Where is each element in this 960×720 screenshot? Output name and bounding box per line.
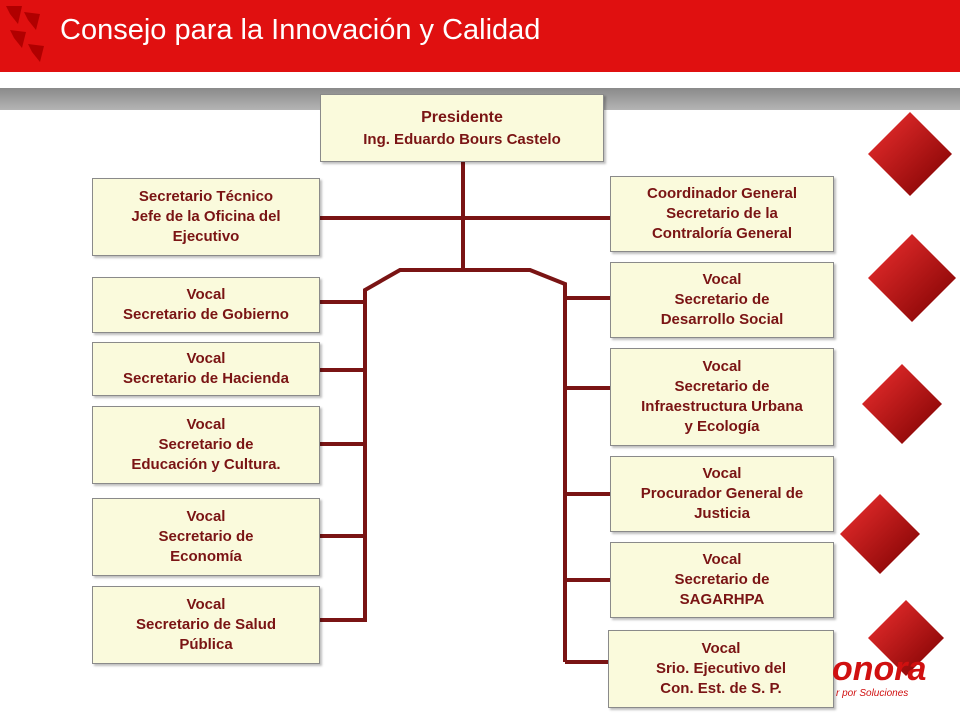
box-line: Justicia	[694, 505, 750, 522]
sonora-logo-tagline: r por Soluciones	[836, 688, 909, 699]
chevron-decoration-icon-part	[28, 44, 44, 62]
president-box: Presidente Ing. Eduardo Bours Castelo	[320, 94, 604, 162]
coordinador-general-box: Coordinador General Secretario de la Con…	[610, 176, 834, 252]
vocal-procurador-box: Vocal Procurador General de Justicia	[610, 456, 834, 532]
box-line: Secretario de Hacienda	[123, 370, 289, 387]
vocal-salud-box: Vocal Secretario de Salud Pública	[92, 586, 320, 664]
box-line: Pública	[179, 636, 233, 653]
vocal-gobierno-box: Vocal Secretario de Gobierno	[92, 277, 320, 333]
chevron-decoration-icon-part	[6, 6, 22, 24]
box-line: Secretario de	[674, 378, 770, 395]
box-line: SAGARHPA	[679, 591, 765, 608]
box-line: Coordinador General	[646, 185, 798, 202]
box-line: Secretario de Salud	[135, 616, 277, 633]
box-line: Vocal	[702, 551, 742, 568]
box-line: Secretario de la	[666, 205, 778, 222]
box-line: Vocal	[186, 350, 226, 367]
box-line: Secretario de	[158, 528, 254, 545]
header-bar	[0, 0, 960, 72]
box-line: Con. Est. de S. P.	[660, 680, 782, 697]
box-line: Secretario de	[674, 571, 770, 588]
page-title: Consejo para la Innovación y Calidad	[60, 14, 541, 46]
box-line: Vocal	[702, 465, 742, 482]
box-line: Vocal	[186, 416, 226, 433]
box-line: Secretario de	[158, 436, 254, 453]
chevron-decoration-icon-part	[24, 12, 40, 30]
box-line: Vocal	[702, 358, 742, 375]
box-line: Procurador General de	[640, 485, 804, 502]
box-line: Secretario de Gobierno	[123, 306, 289, 323]
connector-bus	[363, 268, 567, 662]
box-line: Secretario de	[674, 291, 770, 308]
box-line: y Ecología	[684, 418, 760, 435]
vocal-seguridad-publica-box: Vocal Srio. Ejecutivo del Con. Est. de S…	[608, 630, 834, 708]
secretario-tecnico-box: Secretario Técnico Jefe de la Oficina de…	[92, 178, 320, 256]
box-line: Vocal	[701, 640, 741, 657]
chevron-decoration-icon-part	[10, 30, 26, 48]
box-line: Contraloría General	[651, 225, 793, 242]
box-line: Desarrollo Social	[660, 311, 784, 328]
box-line: Educación y Cultura.	[131, 456, 281, 473]
president-role: Presidente	[421, 109, 503, 126]
president-name: Ing. Eduardo Bours Castelo	[363, 131, 561, 148]
red-diamond-icon	[840, 112, 956, 676]
box-line: Srio. Ejecutivo del	[655, 660, 787, 677]
vocal-economia-box: Vocal Secretario de Economía	[92, 498, 320, 576]
box-line: Vocal	[702, 271, 742, 288]
box-line: Vocal	[186, 508, 226, 525]
vocal-sagarhpa-box: Vocal Secretario de SAGARHPA	[610, 542, 834, 618]
box-line: Vocal	[186, 286, 226, 303]
vocal-infraestructura-box: Vocal Secretario de Infraestructura Urba…	[610, 348, 834, 446]
box-line: Jefe de la Oficina del	[131, 208, 281, 225]
box-line: Secretario Técnico	[138, 188, 274, 205]
box-line: Economía	[170, 548, 242, 565]
box-line: Vocal	[186, 596, 226, 613]
vocal-hacienda-box: Vocal Secretario de Hacienda	[92, 342, 320, 396]
chevron-decoration-icon	[6, 6, 44, 62]
box-line: Ejecutivo	[172, 228, 240, 245]
vocal-educacion-box: Vocal Secretario de Educación y Cultura.	[92, 406, 320, 484]
vocal-desarrollo-social-box: Vocal Secretario de Desarrollo Social	[610, 262, 834, 338]
sonora-logo: onora	[832, 650, 927, 688]
box-line: Infraestructura Urbana	[641, 398, 803, 415]
